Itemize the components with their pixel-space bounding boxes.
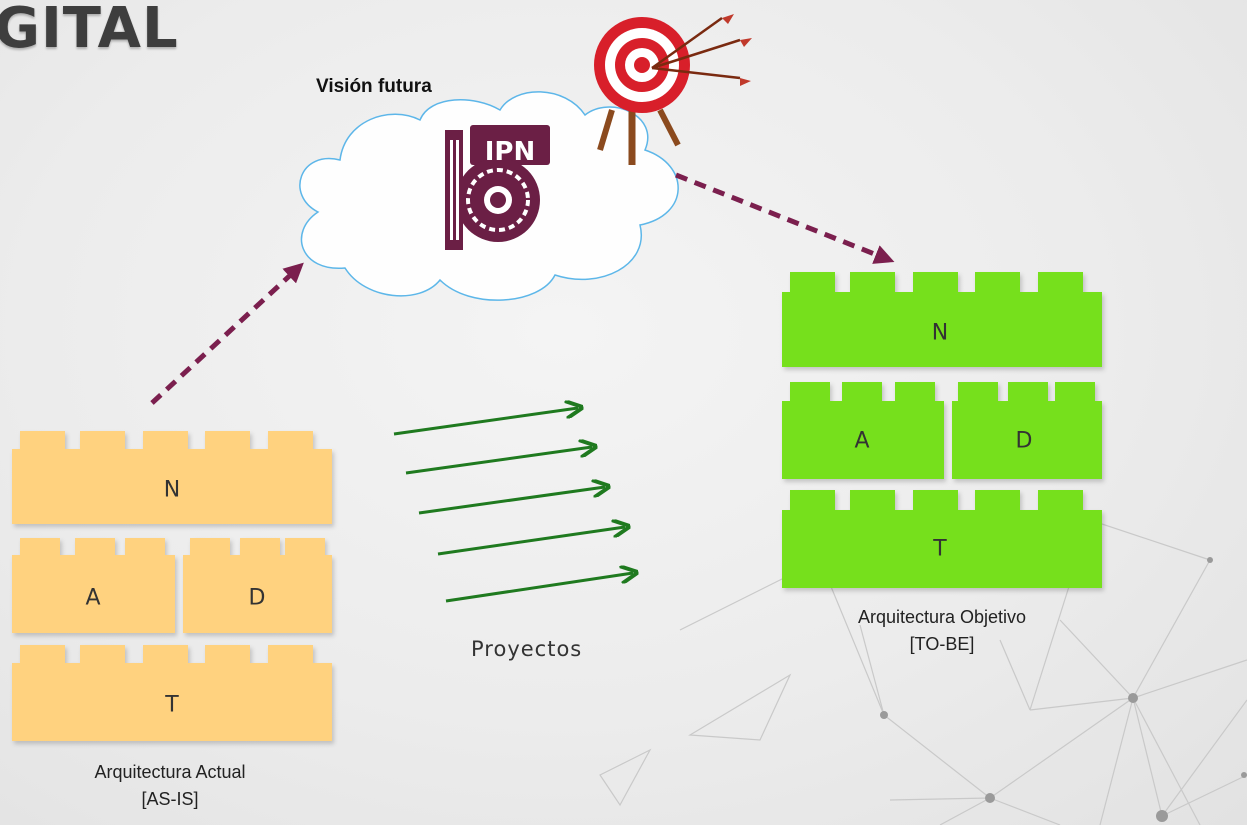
as-is-block-n <box>12 431 332 524</box>
dashed-arrow-to-vision <box>150 262 304 405</box>
target-icon <box>594 14 752 165</box>
to-be-block-d <box>952 382 1102 479</box>
project-arrow <box>393 408 578 436</box>
as-is-architecture <box>12 431 332 741</box>
as-is-label-a: A <box>85 585 101 611</box>
as-is-block-d <box>183 538 332 633</box>
to-be-caption-title: Arquitectura Objetivo <box>857 607 1027 627</box>
vision-label: Visión futura <box>316 76 432 97</box>
page-title-fragment: GITAL <box>0 0 179 61</box>
project-arrow <box>445 573 633 603</box>
to-be-block-a <box>782 382 944 479</box>
as-is-block-t <box>12 645 332 741</box>
project-arrow <box>405 447 592 475</box>
to-be-label-a: A <box>854 428 870 454</box>
as-is-caption-title: Arquitectura Actual <box>94 762 246 782</box>
to-be-label-t: T <box>933 536 947 562</box>
to-be-caption: Arquitectura Objetivo [TO-BE] <box>858 604 1026 658</box>
to-be-block-t <box>782 490 1102 588</box>
network-decoration <box>599 519 1247 825</box>
to-be-caption-tag: [TO-BE] <box>909 634 975 654</box>
to-be-architecture <box>782 272 1102 588</box>
as-is-label-n: N <box>163 477 181 503</box>
as-is-block-a <box>12 538 175 633</box>
projects-label: Proyectos <box>471 637 583 661</box>
as-is-label-d: D <box>248 585 266 611</box>
to-be-label-n: N <box>931 320 949 346</box>
project-arrow <box>437 527 625 556</box>
as-is-label-t: T <box>165 692 179 718</box>
to-be-block-n <box>782 272 1102 367</box>
as-is-caption: Arquitectura Actual [AS-IS] <box>94 759 245 813</box>
ipn-logo: IPN <box>445 125 550 250</box>
to-be-label-d: D <box>1015 428 1033 454</box>
project-arrows <box>393 408 633 603</box>
dashed-arrow-to-target <box>675 172 895 264</box>
network-nodes <box>880 557 1247 822</box>
ipn-logo-text: IPN <box>485 137 536 167</box>
project-arrow <box>418 487 605 515</box>
as-is-caption-tag: [AS-IS] <box>141 789 199 809</box>
